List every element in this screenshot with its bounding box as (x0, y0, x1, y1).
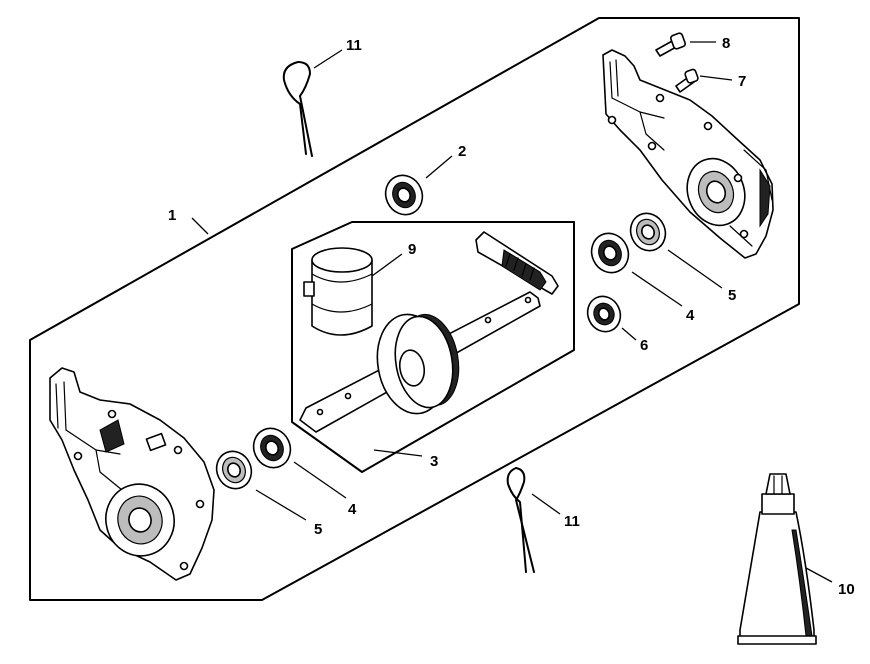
callout-4-left: 4 (348, 501, 357, 518)
callout-11-bottom: 11 (564, 513, 580, 530)
hairpin-clip-item-11-top (282, 61, 313, 157)
callout-9: 9 (408, 241, 416, 258)
kit-boundary-outline (29, 17, 800, 601)
leader-lines (191, 41, 833, 583)
right-housing-half (602, 49, 774, 259)
grease-tube-item-10 (737, 473, 817, 645)
callout-3: 3 (430, 453, 438, 470)
callout-7: 7 (738, 73, 746, 90)
bearing-item-4-right (590, 232, 630, 274)
shaft-gear-assembly (299, 231, 559, 433)
screw-item-7 (675, 68, 699, 93)
bearing-item-6 (586, 295, 622, 333)
callout-4-right: 4 (686, 307, 695, 324)
seal-item-5-left (215, 450, 253, 490)
callout-5-right: 5 (728, 287, 736, 304)
grease-can-item-9 (303, 247, 373, 336)
hairpin-clip-item-11-bottom (506, 467, 535, 573)
subassembly-boundary-outline (291, 221, 575, 473)
screw-item-8 (655, 32, 686, 57)
seal-item-5-right (629, 212, 667, 252)
left-housing-half (49, 367, 215, 581)
callout-8: 8 (722, 35, 730, 52)
callout-2: 2 (458, 143, 466, 160)
bearing-item-2 (384, 174, 424, 216)
callout-1: 1 (168, 207, 176, 224)
callout-6: 6 (640, 337, 648, 354)
callout-11-top: 11 (346, 37, 362, 54)
bearing-item-4-left (252, 427, 292, 469)
callout-10: 10 (838, 581, 855, 598)
callout-5-left: 5 (314, 521, 322, 538)
